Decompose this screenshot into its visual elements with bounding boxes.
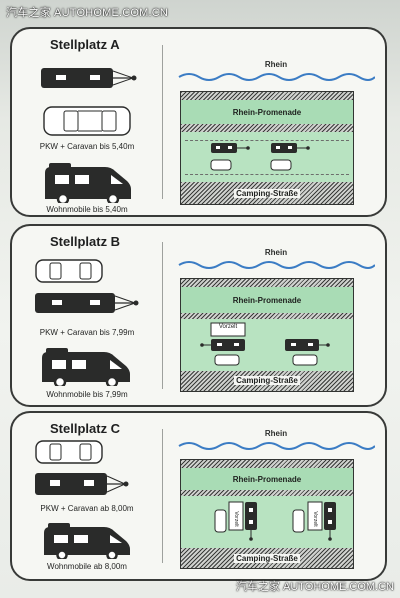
river-label: Rhein <box>264 248 288 257</box>
motorhome-icon <box>44 523 130 559</box>
path-strip <box>181 313 353 319</box>
car-icon <box>43 106 131 136</box>
awning-label: Vorzelt <box>312 511 318 527</box>
car-icon <box>214 354 240 366</box>
vehicle-types: PKW + Caravan bis 7,99m Wohnmobile bis 7… <box>12 226 162 405</box>
promenade-zone: Rhein-Promenade <box>181 468 353 490</box>
caravan-caption: PKW + Caravan bis 7,99m <box>39 328 135 337</box>
car-icon <box>35 259 103 283</box>
promenade-label: Rhein-Promenade <box>232 474 302 484</box>
car-icon <box>210 159 232 171</box>
car-icon <box>35 440 103 464</box>
embankment <box>181 460 353 468</box>
river-wave <box>178 73 375 81</box>
pitch-line <box>185 174 349 175</box>
river-rhein: Rhein <box>177 248 375 272</box>
watermark-top: 汽车之家 AUTOHOME.COM.CN <box>6 7 169 19</box>
road-label: Camping-Straße <box>234 376 300 385</box>
caravan-caption: PKW + Caravan ab 8,00m <box>40 504 134 513</box>
parking-layout <box>210 143 310 171</box>
caravan-icon <box>35 293 139 313</box>
car-icon <box>292 509 305 533</box>
embankment <box>181 279 353 287</box>
river-rhein: Rhein <box>177 60 375 84</box>
promenade-label: Rhein-Promenade <box>232 295 302 305</box>
vehicle-types: PKW + Caravan bis 5,40m Wohnmobile bis 5… <box>12 29 162 215</box>
caravan-icon <box>41 68 137 88</box>
promenade-zone: Rhein-Promenade <box>181 100 353 124</box>
vehicle-types: PKW + Caravan ab 8,00m Wohnmobile ab 8,0… <box>12 413 162 579</box>
parking-layout <box>200 322 330 366</box>
road-label: Camping-Straße <box>234 554 300 563</box>
motorhome-caption: Wohnmobile bis 7,99m <box>46 390 128 399</box>
awning-label: Vorzelt <box>218 324 238 330</box>
river-wave <box>178 261 375 269</box>
river-rhein: Rhein <box>177 429 375 453</box>
pitch-line <box>185 140 349 141</box>
caravan-icon <box>324 502 336 541</box>
caravan-caption: PKW + Caravan bis 5,40m <box>39 142 135 151</box>
caravan-icon <box>271 143 310 153</box>
parking-layout <box>214 501 336 541</box>
watermark-bottom: 汽车之家 AUTOHOME.COM.CN <box>235 581 394 593</box>
site-map: Rhein-Promenade Vorz <box>180 278 354 392</box>
river-label: Rhein <box>264 60 288 69</box>
caravan-icon <box>200 339 245 351</box>
awning-box <box>307 501 323 531</box>
panel-title: Stellplatz A <box>50 37 120 52</box>
panel-divider <box>162 429 163 563</box>
awning-label: Vorzelt <box>233 511 239 527</box>
road-label: Camping-Straße <box>234 189 300 198</box>
awning-box <box>210 322 246 337</box>
caravan-icon <box>285 339 330 351</box>
river-wave <box>178 442 375 450</box>
river-label: Rhein <box>264 429 288 438</box>
motorhome-caption: Wohnmobile bis 5,40m <box>46 205 128 214</box>
panel-title: Stellplatz C <box>50 421 121 436</box>
panel-divider <box>162 45 163 199</box>
motorhome-caption: Wohnmobile ab 8,00m <box>47 562 127 571</box>
embankment <box>181 92 353 100</box>
caravan-icon <box>35 473 129 495</box>
stellplatz-c-panel: Stellplatz C PKW + Caravan ab 8,00m Wohn <box>10 411 387 581</box>
path-strip <box>181 490 353 496</box>
panel-title: Stellplatz B <box>50 234 121 249</box>
site-map: Rhein-Promenade <box>180 459 354 569</box>
car-icon <box>270 159 292 171</box>
path-strip <box>181 124 353 132</box>
site-map: Rhein-Promenade Campi <box>180 91 354 205</box>
caravan-icon <box>245 502 257 541</box>
stellplatz-a-panel: Stellplatz A PKW + Caravan bis 5,40m <box>10 27 387 217</box>
awning-box <box>228 501 244 531</box>
motorhome-icon <box>45 163 131 203</box>
promenade-label: Rhein-Promenade <box>232 107 302 117</box>
caravan-icon <box>211 143 250 153</box>
car-icon <box>214 509 227 533</box>
promenade-zone: Rhein-Promenade <box>181 287 353 313</box>
panel-divider <box>162 242 163 389</box>
stellplatz-b-panel: Stellplatz B PKW + Caravan bis 7,99m Woh <box>10 224 387 407</box>
motorhome-icon <box>42 348 130 386</box>
car-icon <box>292 354 318 366</box>
